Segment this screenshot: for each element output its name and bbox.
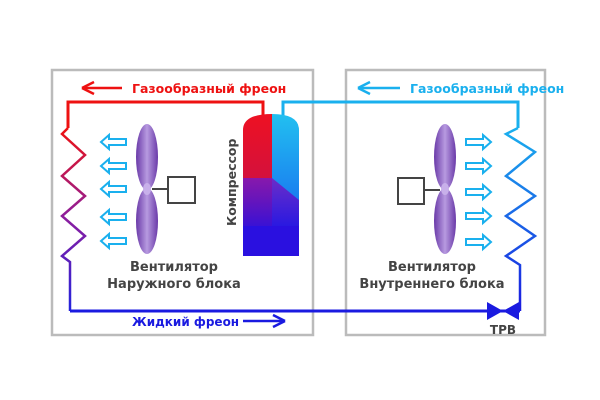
cold-gas-pipe	[281, 100, 520, 128]
indoor-unit-box	[344, 68, 547, 337]
indoor-evaporator-coil	[503, 126, 538, 311]
airflow-arrow-icon	[465, 232, 493, 252]
airflow-arrow-icon	[465, 132, 493, 152]
outdoor-fan-motor-icon	[152, 176, 196, 204]
gas-outdoor-arrow	[81, 80, 122, 96]
airflow-arrow-icon	[465, 206, 493, 226]
compressor-label: Компрессор	[224, 139, 239, 226]
airflow-arrow-icon	[99, 132, 127, 152]
indoor-fan-icon	[434, 124, 456, 254]
outdoor-airflow-arrows	[99, 132, 127, 251]
gas-indoor-label: Газообразный фреон	[410, 81, 564, 96]
expansion-valve-icon	[487, 302, 519, 320]
liquid-arrow	[243, 313, 286, 329]
outdoor-fan-icon	[136, 124, 158, 254]
gas-outdoor-label: Газообразный фреон	[132, 81, 286, 96]
airflow-arrow-icon	[99, 231, 127, 251]
outdoor-condenser-coil	[60, 127, 87, 311]
airflow-arrow-icon	[99, 207, 127, 227]
valve-label: ТРВ	[490, 323, 516, 337]
outdoor-unit-box	[50, 68, 315, 337]
hot-gas-pipe	[66, 100, 265, 128]
airflow-arrow-icon	[99, 179, 127, 199]
indoor-airflow-arrows	[465, 132, 493, 252]
indoor-fan-motor-icon	[397, 177, 440, 205]
airflow-arrow-icon	[465, 182, 493, 202]
airflow-arrow-icon	[465, 156, 493, 176]
fan-indoor-label-line1: Вентилятор	[388, 260, 476, 275]
fan-outdoor-label-line1: Вентилятор	[130, 260, 218, 275]
gas-indoor-arrow	[357, 80, 400, 96]
fan-outdoor-label-line2: Наружного блока	[107, 277, 241, 292]
compressor	[243, 114, 299, 256]
airflow-arrow-icon	[99, 156, 127, 176]
fan-indoor-label-line2: Внутреннего блока	[359, 277, 504, 292]
liquid-label: Жидкий фреон	[132, 315, 239, 329]
